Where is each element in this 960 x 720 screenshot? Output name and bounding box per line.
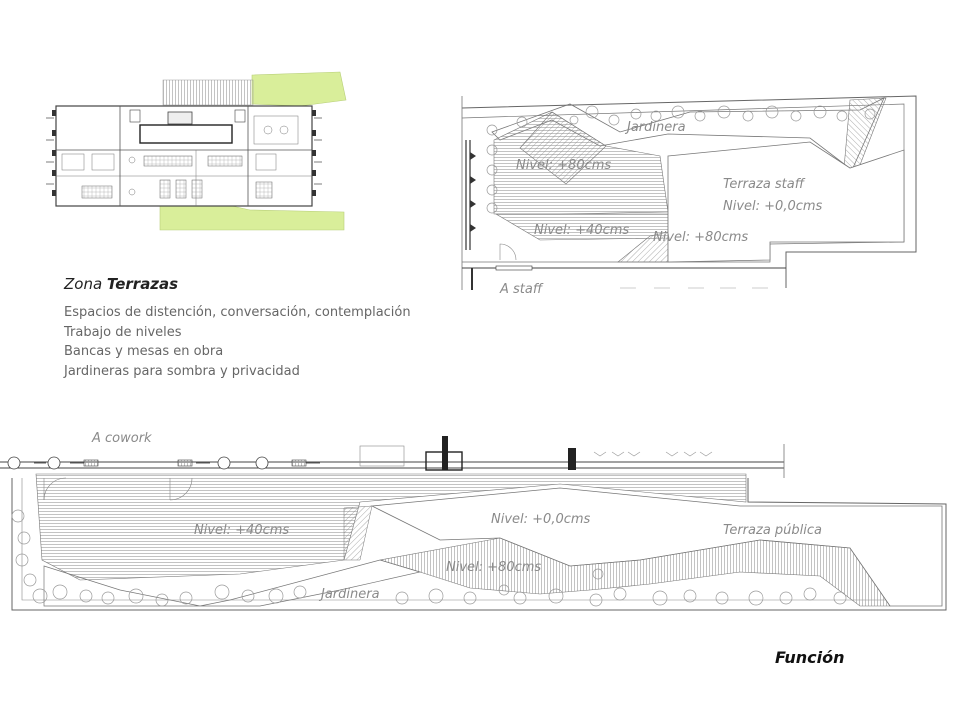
staff-terrace-plan: [461, 95, 917, 290]
staff-access-label: A staff: [500, 282, 543, 297]
public-jardinera-label: Jardinera: [321, 587, 380, 602]
public-terrace-plan: [0, 436, 947, 611]
staff-jardinera-label: Jardinera: [627, 120, 686, 135]
staff-nivel-0-label: Nivel: +0,0cms: [723, 199, 823, 214]
zone-title-prefix: Zona: [64, 275, 107, 293]
public-nivel-40-label: Nivel: +40cms: [194, 523, 290, 538]
staff-nivel-80b-label: Nivel: +80cms: [653, 230, 749, 245]
zone-title-emphasis: Terrazas: [106, 275, 179, 293]
key-plan: [46, 71, 347, 231]
public-terrace-label: Terraza pública: [723, 523, 822, 538]
description-item: Espacios de distención, conversación, co…: [64, 305, 411, 320]
zone-description-list: Espacios de distención, conversación, co…: [64, 303, 411, 381]
staff-terrace-label: Terraza staff: [723, 177, 805, 192]
public-access-label: A cowork: [92, 431, 152, 446]
public-nivel-80-label: Nivel: +80cms: [446, 560, 542, 575]
public-nivel-0-label: Nivel: +0,0cms: [491, 512, 591, 527]
terrace-highlight-top: [251, 71, 347, 107]
description-item: Jardineras para sombra y privacidad: [64, 363, 300, 379]
staff-nivel-80-label: Nivel: +80cms: [516, 158, 612, 173]
staff-nivel-40-label: Nivel: +40cms: [534, 223, 630, 238]
description-item: Bancas y mesas en obra: [64, 344, 224, 359]
zone-title: Zona Terrazas: [64, 275, 178, 293]
description-item: Trabajo de niveles: [64, 324, 182, 340]
footer-label: Función: [775, 648, 845, 667]
